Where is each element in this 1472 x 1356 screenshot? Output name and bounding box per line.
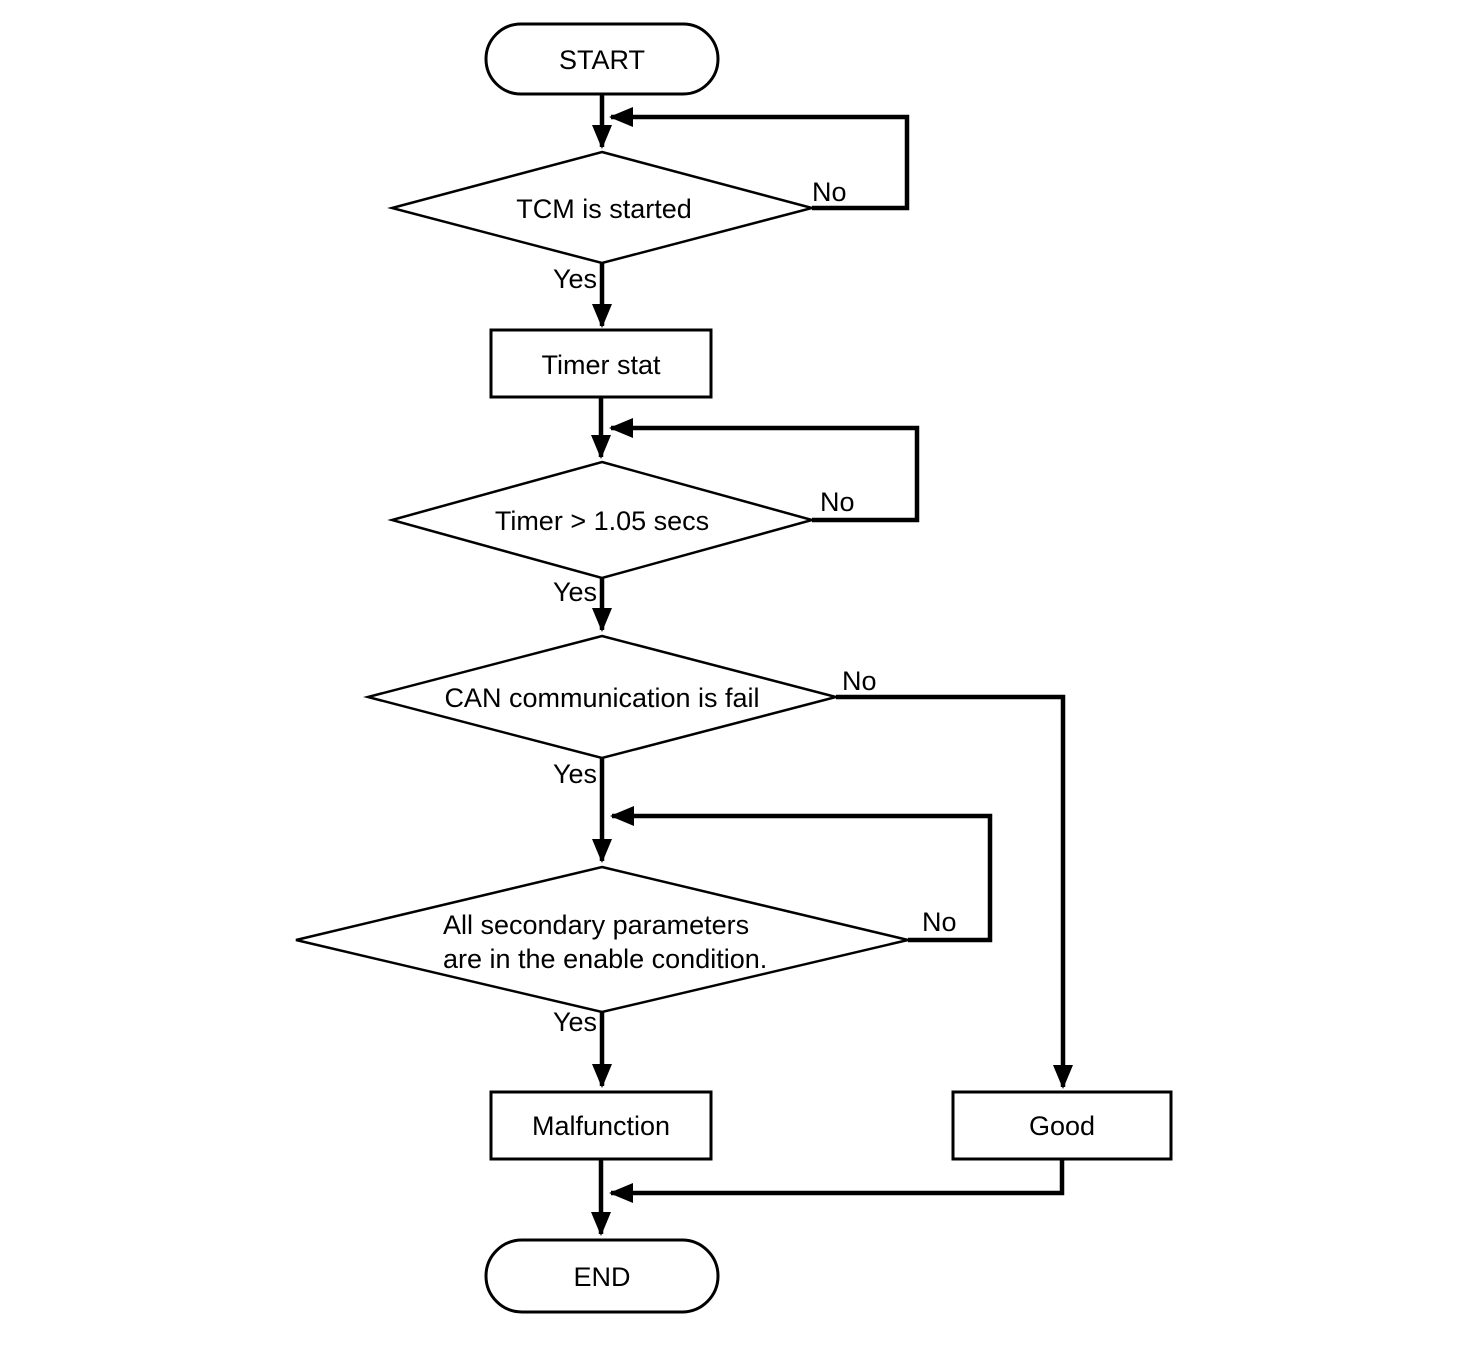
timer-threshold-label: Timer > 1.05 secs — [495, 506, 709, 536]
good-label: Good — [1029, 1111, 1095, 1141]
timer-no-label: No — [820, 487, 855, 517]
edge-timer-no-loop — [609, 418, 920, 523]
timer-stat-label: Timer stat — [541, 350, 661, 380]
edge-tcm-no-loop — [609, 107, 910, 211]
edge-params-no-loop — [610, 806, 993, 943]
secondary-params-label-line2: are in the enable condition. — [443, 944, 767, 974]
tcm-no-label: No — [812, 177, 847, 207]
start-label: START — [559, 45, 645, 75]
params-no-label: No — [922, 907, 957, 937]
secondary-params-decision — [295, 865, 909, 1014]
timer-threshold-decision — [387, 460, 817, 580]
start-terminator — [484, 22, 720, 96]
can-yes-label: Yes — [553, 759, 597, 789]
tcm-yes-label: Yes — [553, 264, 597, 294]
can-fail-decision — [363, 634, 841, 760]
params-yes-label: Yes — [553, 1007, 597, 1037]
tcm-started-label: TCM is started — [516, 194, 692, 224]
secondary-params-label-line1: All secondary parameters — [443, 910, 749, 940]
can-fail-label: CAN communication is fail — [444, 683, 759, 713]
end-terminator — [484, 1238, 720, 1314]
good-process — [951, 1090, 1173, 1161]
timer-yes-label: Yes — [553, 577, 597, 607]
tcm-started-decision — [387, 150, 817, 265]
can-no-label: No — [842, 666, 877, 696]
edge-can-no-to-good — [836, 694, 1073, 1089]
timer-stat-process — [489, 328, 713, 399]
malfunction-process — [489, 1090, 713, 1161]
edge-good-to-merge — [609, 1159, 1065, 1203]
end-label: END — [573, 1262, 630, 1292]
malfunction-label: Malfunction — [532, 1111, 670, 1141]
